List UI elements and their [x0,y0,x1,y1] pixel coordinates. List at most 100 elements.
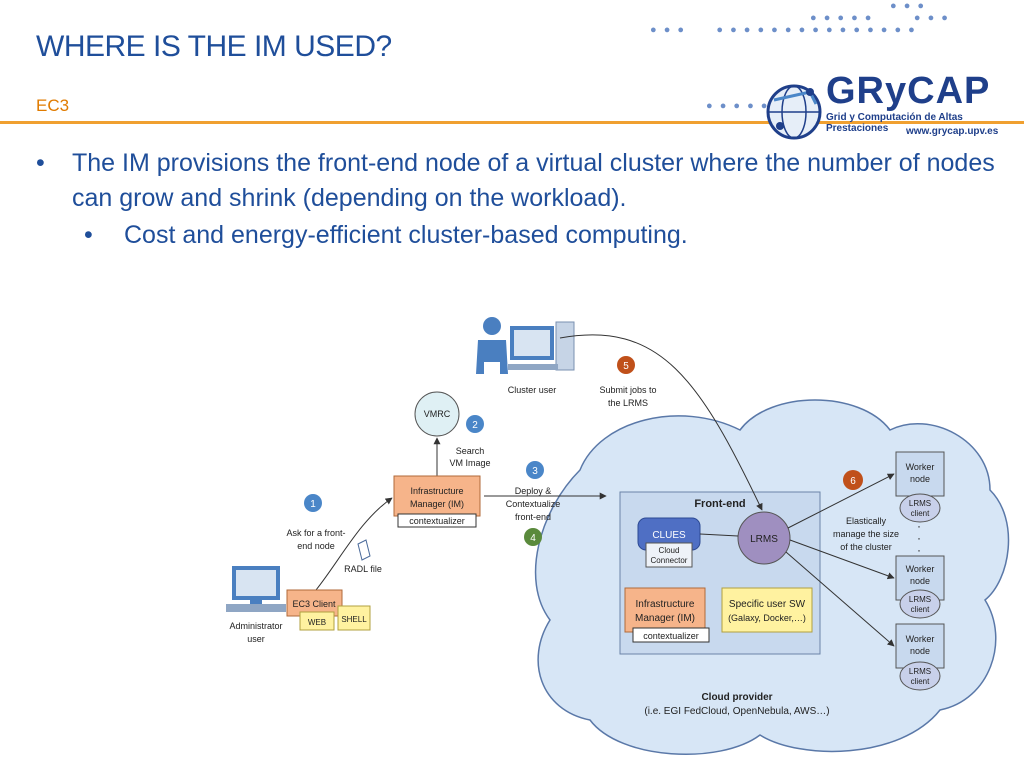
inner-im-box [624,587,706,633]
step-2-badge [466,415,484,433]
bullet-text: The IM provisions the front-end node of … [72,149,995,212]
inner-im-label-2: Manager (IM) [635,613,695,624]
lrms-label: LRMS [750,534,778,545]
radl-file-label: RADL file [344,564,382,574]
elastic-label-1: Elastically [846,516,887,526]
title-divider [0,121,1024,124]
cloud-connector-box [645,542,693,568]
cluster-user-label: Cluster user [508,385,557,395]
bullet-list: • The IM provisions the front-end node o… [36,146,1016,253]
cloud-connector-label-1: Cloud [659,546,680,555]
bullet-icon: • [36,149,45,177]
worker-label-3a: Worker [906,634,935,644]
vmrc-node [414,391,460,437]
admin-user-label-2: user [247,634,265,644]
deploy-label-2: Contextualize [506,499,561,509]
ellipsis-dots: · [917,519,921,533]
ellipsis-dots: · [917,531,921,545]
bullet-icon: • [84,221,93,249]
ec3-client-label: EC3 Client [292,599,336,609]
step-6-badge [843,470,863,490]
lrms-worker-arrow-2 [789,539,895,580]
sub-bullet-item: • Cost and energy-efficient cluster-base… [36,218,1016,253]
logo-tagline: Grid y Computación de Altas Prestaciones [826,112,963,134]
worker-node-1: Worker node LRMS client [895,451,945,523]
cloud-provider-title: Cloud provider [701,692,772,703]
worker-label-2b: node [910,576,930,586]
step-4-badge [524,528,542,546]
clues-label: CLUES [652,530,686,541]
ask-frontend-label-1: Ask for a front- [286,528,345,538]
ask-frontend-label-2: end node [297,541,335,551]
cluster-user-icon [476,317,575,374]
ask-frontend-arrow [315,497,393,591]
search-vm-label-1: Search [456,446,485,456]
step-1-badge [304,494,322,512]
step-3-label: 3 [532,466,538,477]
im-label-2: Manager (IM) [410,499,464,509]
bullet-item: • The IM provisions the front-end node o… [36,146,1016,216]
lrms-client-label-2b: client [911,605,930,614]
worker-label-2a: Worker [906,564,935,574]
search-vm-label-2: VM Image [449,458,490,468]
elastic-label-3: of the cluster [840,542,892,552]
deploy-label-3: front-end [515,512,551,522]
inner-contextualizer-box [632,627,710,643]
lrms-client-label-1b: client [911,509,930,518]
specific-sw-box [721,587,813,633]
step-3-badge [526,461,544,479]
decorative-dots: ● ● ● ● ● ● ● ● ● ● ● ● ● ● ● ● ● ● ● ● … [650,0,950,36]
bullet-text: Cost and energy-efficient cluster-based … [124,221,688,249]
step-4-label: 4 [530,533,536,544]
ellipsis-dots: · [917,543,921,557]
step-5-label: 5 [623,361,629,372]
specific-sw-label-2: (Galaxy, Docker,…) [728,613,806,623]
submit-jobs-label-1: Submit jobs to [599,385,656,395]
shell-label: SHELL [341,615,367,624]
im-label-1: Infrastructure [410,486,463,496]
admin-computer-icon [226,566,286,612]
step-1-label: 1 [310,499,316,510]
worker-label-3b: node [910,646,930,656]
web-box [299,611,335,631]
cloud-connector-label-2: Connector [651,556,688,565]
cloud-provider-desc: (i.e. EGI FedCloud, OpenNebula, AWS…) [644,706,829,717]
im-box [393,475,481,517]
specific-sw-label-1: Specific user SW [729,599,806,610]
submit-jobs-label-2: the LRMS [608,398,648,408]
step-2-label: 2 [472,420,478,431]
vmrc-label: VMRC [424,409,451,419]
admin-user-label-1: Administrator [229,621,282,631]
submit-jobs-arrow [559,334,763,511]
worker-label-1a: Worker [906,462,935,472]
inner-im-label-1: Infrastructure [636,599,695,610]
lrms-client-label-3a: LRMS [909,667,931,676]
decorative-dots-lower: ● ● ● ● ● ● [706,100,784,112]
lrms-client-label-3b: client [911,677,930,686]
clues-lrms-link [699,533,739,537]
lrms-worker-arrow-3 [785,551,895,647]
lrms-client-label-1a: LRMS [909,499,931,508]
shell-box [337,605,371,631]
inner-contextualizer-label: contextualizer [643,631,699,641]
worker-label-1b: node [910,474,930,484]
lrms-node [737,511,791,565]
frontend-label: Front-end [694,498,745,510]
logo-name: GRyCAP [826,70,991,112]
worker-node-2: Worker node LRMS client [895,555,945,619]
step-6-label: 6 [850,476,856,487]
slide-subtitle: EC3 [36,96,70,115]
grycap-logo: GRyCAP Grid y Computación de Altas Prest… [760,62,1010,152]
contextualizer-box [397,513,477,528]
step-5-badge [617,356,635,374]
globe-icon [766,84,822,140]
lrms-client-label-2a: LRMS [909,595,931,604]
web-label: WEB [308,618,326,627]
radl-file-icon [357,539,371,561]
logo-url: www.grycap.upv.es [906,126,999,137]
elastic-label-2: manage the size [833,529,899,539]
slide-title: WHERE IS THE IM USED? [36,30,392,63]
lrms-worker-arrow-1 [787,473,895,529]
contextualizer-label: contextualizer [409,516,465,526]
